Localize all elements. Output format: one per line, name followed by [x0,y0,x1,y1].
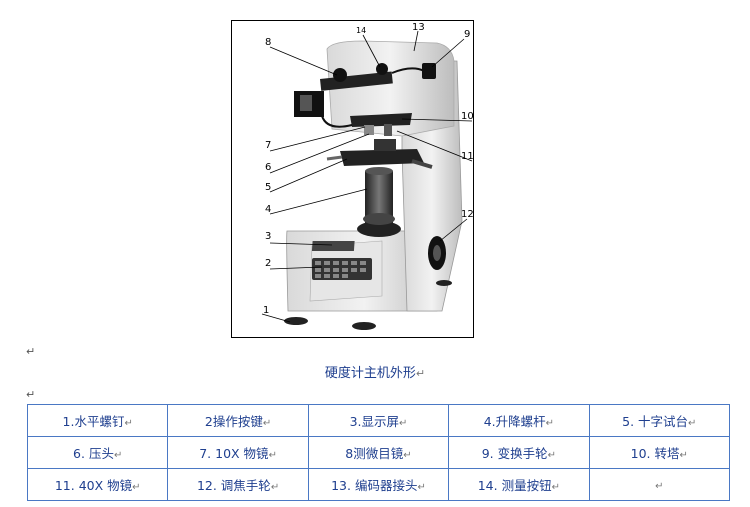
figure-caption: 硬度计主机外形↵ [0,362,750,381]
table-row: 1.水平螺钉↵ 2操作按键↵ 3.显示屏↵ 4.升降螺杆↵ 5. 十字试台↵ [26,404,731,437]
callout-2: 2 [265,258,271,269]
table-row: 6. 压头↵ 7. 10X 物镜↵ 8测微目镜↵ 9. 变换手轮↵ 10. 转塔… [26,436,731,469]
callout-13: 13 [412,22,425,33]
table-row: 11. 40X 物镜↵ 12. 调焦手轮↵ 13. 编码器接头↵ 14. 测量按… [26,468,731,501]
table-cell: 5. 十字试台↵ [588,404,731,437]
table-cell: 11. 40X 物镜↵ [26,468,169,501]
paragraph-mark: ↵ [26,345,36,358]
hardness-tester-drawing: 1 2 3 4 5 6 7 8 9 10 11 12 13 14 [261,22,474,330]
callout-12: 12 [461,209,474,220]
table-cell: 9. 变换手轮↵ [448,436,590,469]
callout-14: 14 [356,26,366,35]
table-cell: 2操作按键↵ [167,404,309,437]
table-cell: 3.显示屏↵ [307,404,450,437]
table-cell: 1.水平螺钉↵ [26,404,169,437]
callout-1: 1 [263,305,269,316]
paragraph-mark: ↵ [26,388,36,401]
table-cell: 6. 压头↵ [26,436,169,469]
callout-10: 10 [461,111,474,122]
callout-11: 11 [461,151,474,162]
parts-table: 1.水平螺钉↵ 2操作按键↵ 3.显示屏↵ 4.升降螺杆↵ 5. 十字试台↵ 6… [26,404,731,501]
table-cell: 10. 转塔↵ [588,436,731,469]
table-cell: ↵ [588,468,731,501]
callout-9: 9 [464,29,470,40]
callout-4: 4 [265,204,271,215]
caption-text: 硬度计主机外形 [324,366,416,381]
paragraph-mark: ↵ [415,367,426,380]
callout-6: 6 [265,162,271,173]
table-cell: 14. 测量按钮↵ [448,468,590,501]
callout-8: 8 [265,37,271,48]
callout-3: 3 [265,231,271,242]
callout-5: 5 [265,182,271,193]
table-cell: 4.升降螺杆↵ [448,404,590,437]
table-cell: 12. 调焦手轮↵ [167,468,309,501]
table-cell: 13. 编码器接头↵ [307,468,450,501]
table-cell: 7. 10X 物镜↵ [167,436,309,469]
table-cell: 8测微目镜↵ [307,436,450,469]
hardness-tester-figure: 1 2 3 4 5 6 7 8 9 10 11 12 13 14 [231,20,474,338]
callout-7: 7 [265,140,271,151]
